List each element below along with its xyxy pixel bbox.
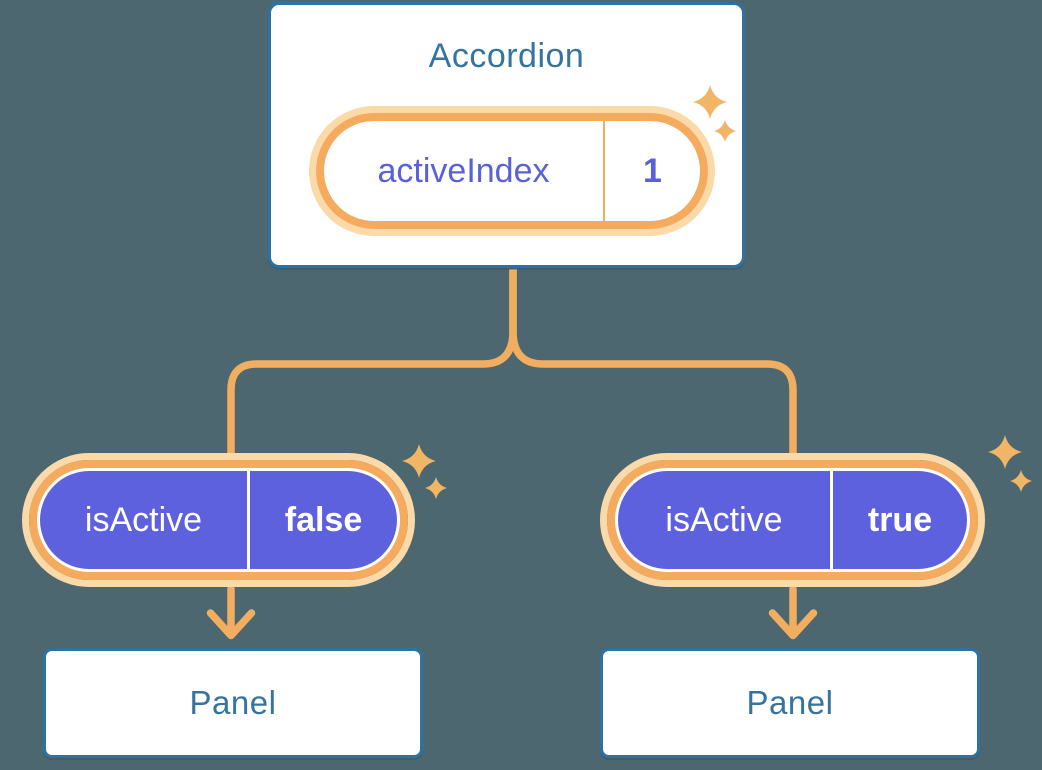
- sparkle-large-icon: [402, 444, 436, 478]
- state-pill-activeindex: activeIndex 1: [309, 106, 715, 236]
- state-pill-ring: activeIndex 1: [316, 113, 708, 229]
- arrow-left-head-icon: [206, 609, 256, 640]
- sparkle-small-icon: [1010, 470, 1032, 492]
- prop-name-label: isActive: [84, 500, 203, 539]
- panel-title: Panel: [189, 684, 277, 721]
- prop-pill-divider: [830, 471, 833, 569]
- sparkle-large-icon: [988, 435, 1022, 469]
- prop-pill-body: isActive true: [618, 471, 967, 569]
- prop-name-label: isActive: [665, 500, 783, 539]
- state-pill-divider: [603, 121, 605, 221]
- prop-pill-ring: isActive false: [29, 460, 408, 580]
- branch-line-right: [509, 269, 797, 456]
- state-name-label: activeIndex: [377, 151, 550, 190]
- arrow-right-head-icon: [768, 609, 818, 640]
- prop-pill-body: isActive false: [40, 471, 397, 569]
- prop-pill-divider: [247, 471, 250, 569]
- accordion-card-title: Accordion: [428, 37, 585, 75]
- prop-value-label: true: [867, 500, 933, 539]
- branch-line-left: [227, 269, 517, 458]
- prop-value-label: false: [284, 500, 363, 539]
- sparkle-small-icon: [425, 477, 447, 499]
- panel-card-left: Panel: [43, 648, 423, 758]
- prop-pill-ring: isActive true: [607, 460, 978, 580]
- state-value-label: 1: [643, 151, 662, 190]
- panel-title: Panel: [746, 684, 834, 721]
- panel-card-right: Panel: [600, 648, 980, 758]
- accordion-card: Accordion activeIndex 1: [268, 2, 745, 268]
- prop-pill-isactive-true: isActive true: [600, 453, 985, 587]
- prop-pill-isactive-false: isActive false: [22, 453, 415, 587]
